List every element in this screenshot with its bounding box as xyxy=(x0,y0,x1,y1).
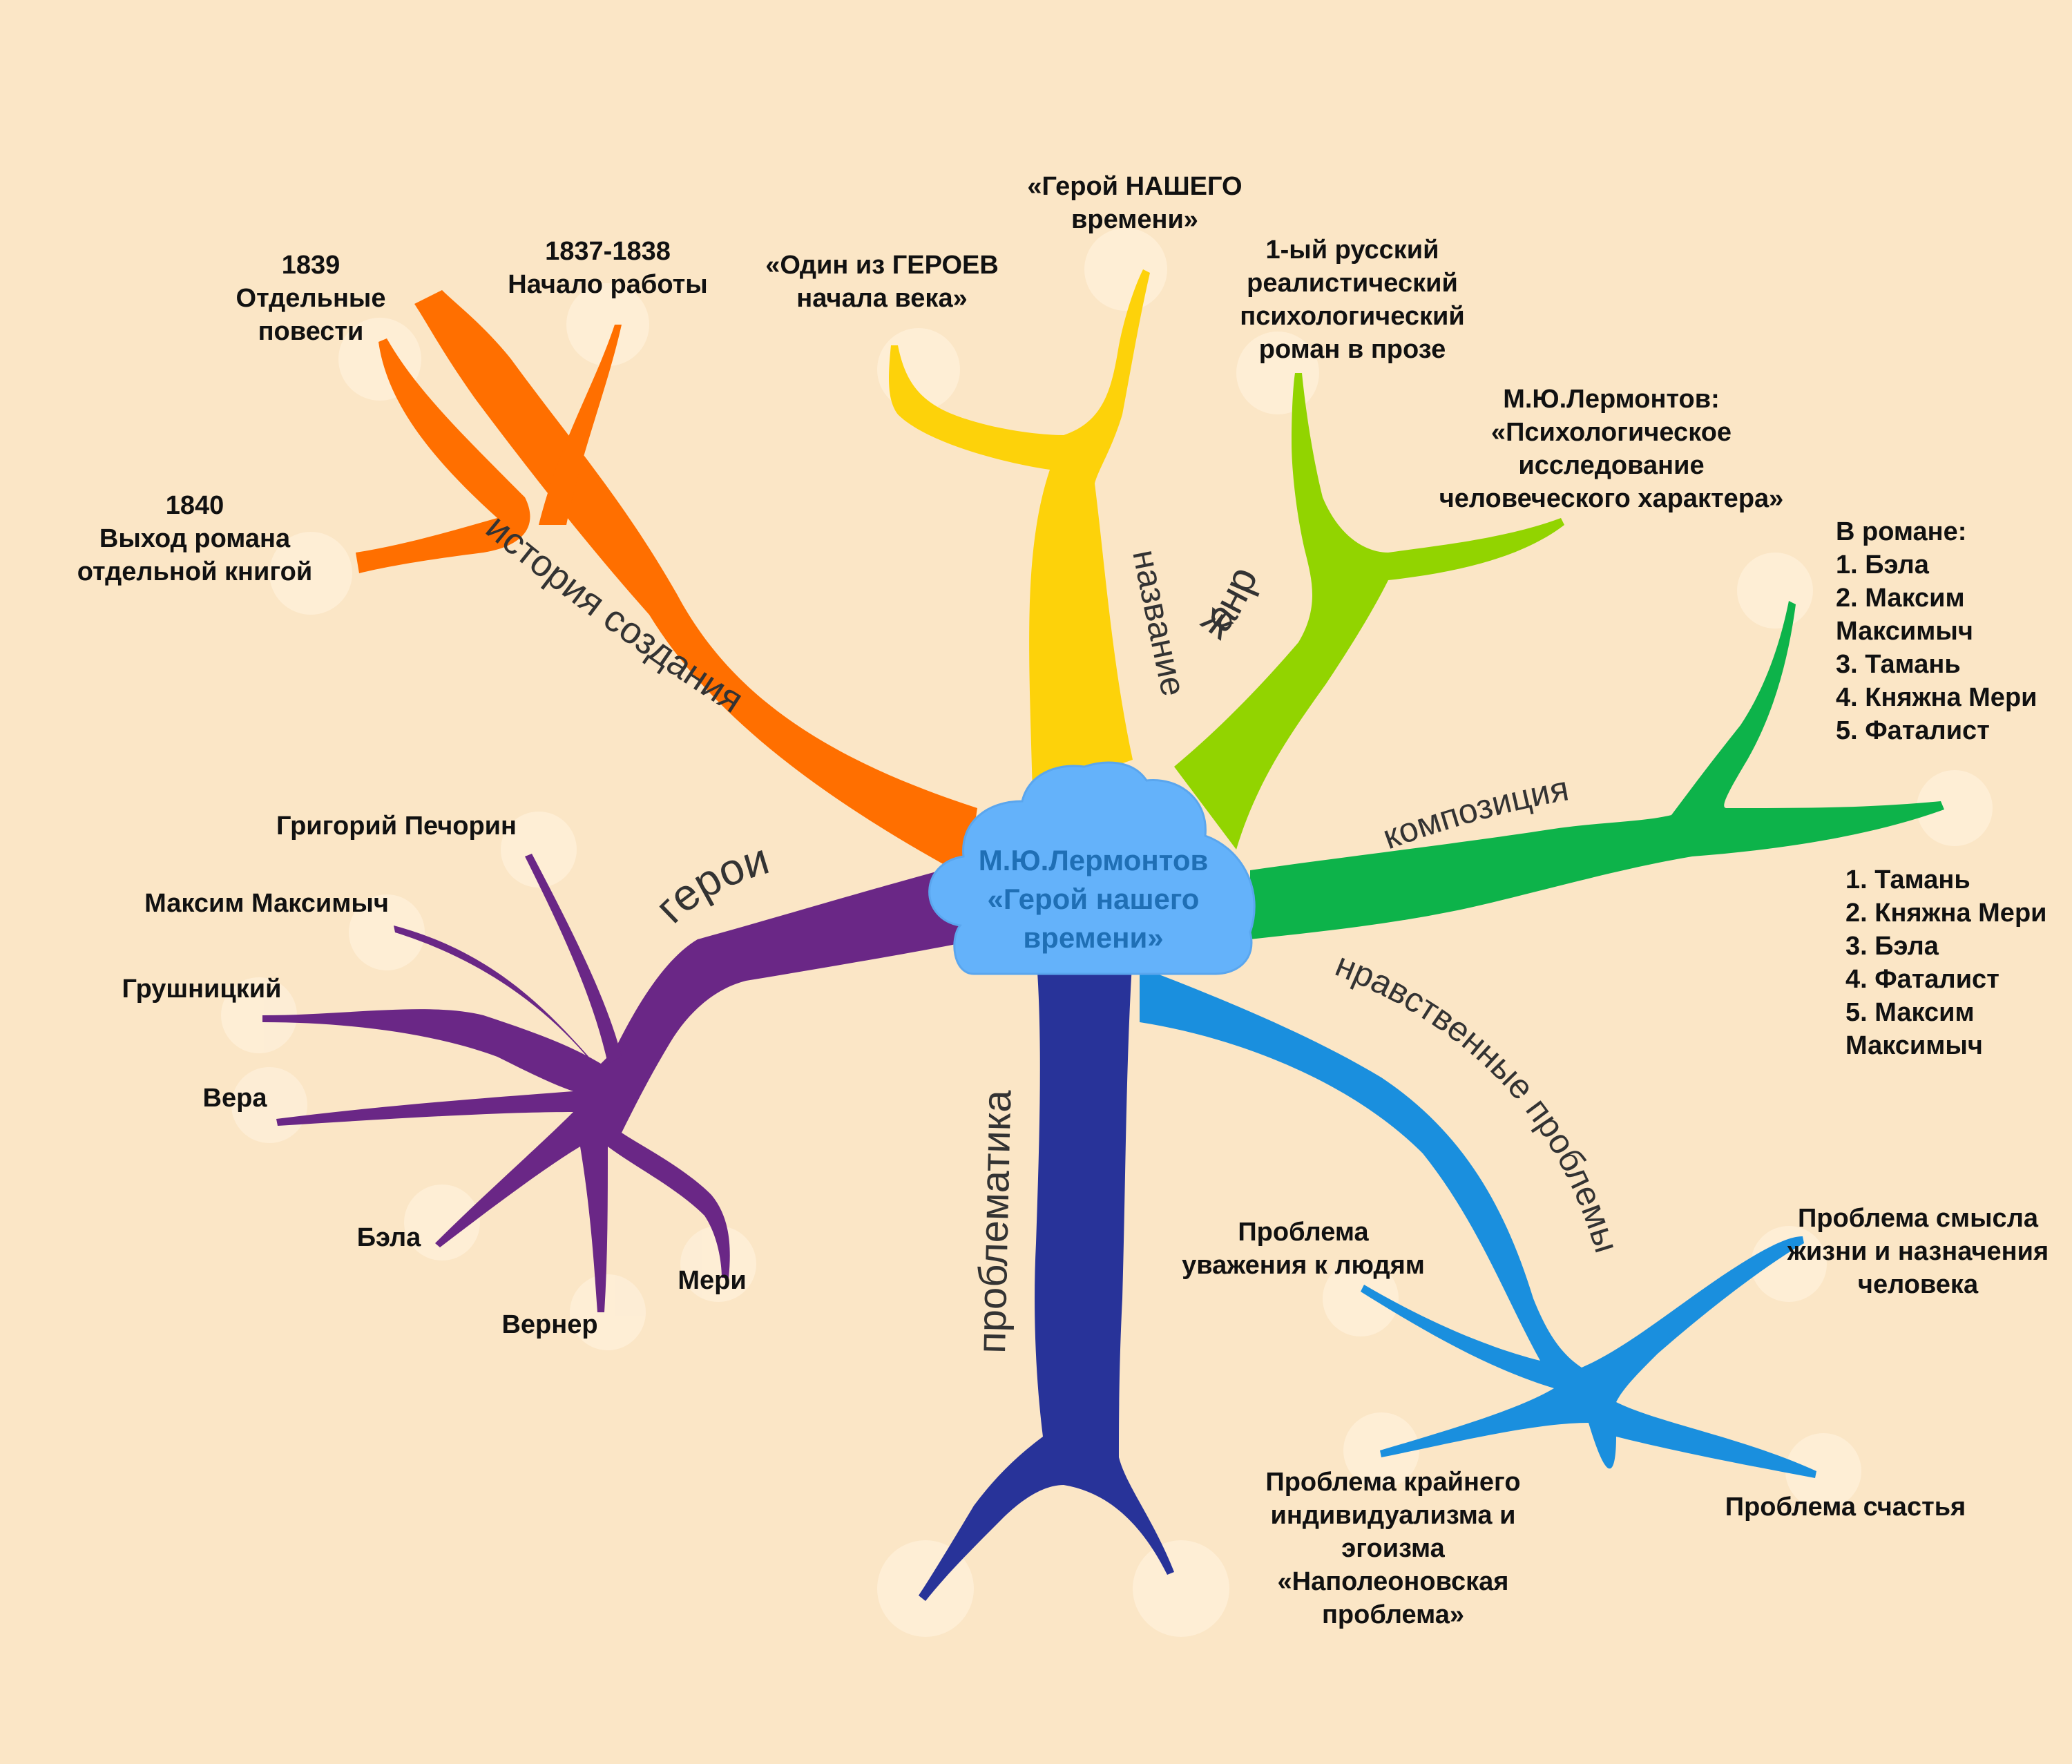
branch-history xyxy=(356,290,977,877)
center-title: М.Ю.Лермонтов «Герой нашего времени» xyxy=(978,844,1209,954)
leaf-hero-maksim: Максим Максимыч xyxy=(144,889,389,918)
branch-title xyxy=(889,269,1150,794)
center-cloud xyxy=(928,761,1256,975)
label-heroes: герои xyxy=(645,834,774,932)
leaf-hero-bela: Бэла xyxy=(356,1223,421,1252)
leaf-moral-meaning-of-life: Проблема смысла жизни и назначения челов… xyxy=(1787,1204,2049,1299)
branch-moral xyxy=(1140,967,1816,1478)
label-problems: проблематика xyxy=(969,1089,1019,1354)
leaf-hero-verner: Вернер xyxy=(501,1310,598,1339)
leaf-title-our-time: «Герой НАШЕГО времени» xyxy=(1027,172,1243,234)
leaf-history-1837: 1837-1838 Начало работы xyxy=(508,237,708,299)
branch-genre xyxy=(1174,373,1564,850)
leaf-moral-respect: Проблема уважения к людям xyxy=(1182,1218,1425,1280)
leaf-composition-chronology: 1. Тамань 2. Княжна Мери 3. Бэла 4. Фата… xyxy=(1845,865,2047,1060)
leaf-history-1839: 1839 Отдельные повести xyxy=(236,251,386,346)
label-title: название xyxy=(1125,546,1193,700)
leaf-hero-meri: Мери xyxy=(678,1266,747,1295)
leaf-moral-happiness: Проблема счастья xyxy=(1725,1493,1966,1522)
branch-heroes xyxy=(262,854,981,1312)
branch-problems xyxy=(919,953,1174,1601)
leaf-hero-vera: Вера xyxy=(202,1084,267,1113)
leaf-composition-in-novel: В романе: 1. Бэла 2. Максим Максимыч 3. … xyxy=(1836,517,2037,745)
leaf-moral-individualism: Проблема крайнего индивидуализма и эгоиз… xyxy=(1265,1468,1521,1629)
leaf-hero-pechorin: Григорий Печорин xyxy=(276,812,517,841)
leaf-genre-first-novel: 1-ый русский реалистический психологичес… xyxy=(1240,236,1465,364)
label-halos xyxy=(221,228,1993,1637)
leaf-history-1840: 1840 Выход романа отдельной книгой xyxy=(77,491,313,586)
branch-composition xyxy=(1250,601,1944,939)
leaf-genre-lermontov-quote: М.Ю.Лермонтов: «Психологическое исследов… xyxy=(1439,385,1784,513)
leaf-hero-grushnitsky: Грушницкий xyxy=(122,975,282,1004)
label-genre: жанр xyxy=(1193,560,1266,648)
leaf-title-heroes-of-century: «Один из ГЕРОЕВ начала века» xyxy=(765,251,999,313)
